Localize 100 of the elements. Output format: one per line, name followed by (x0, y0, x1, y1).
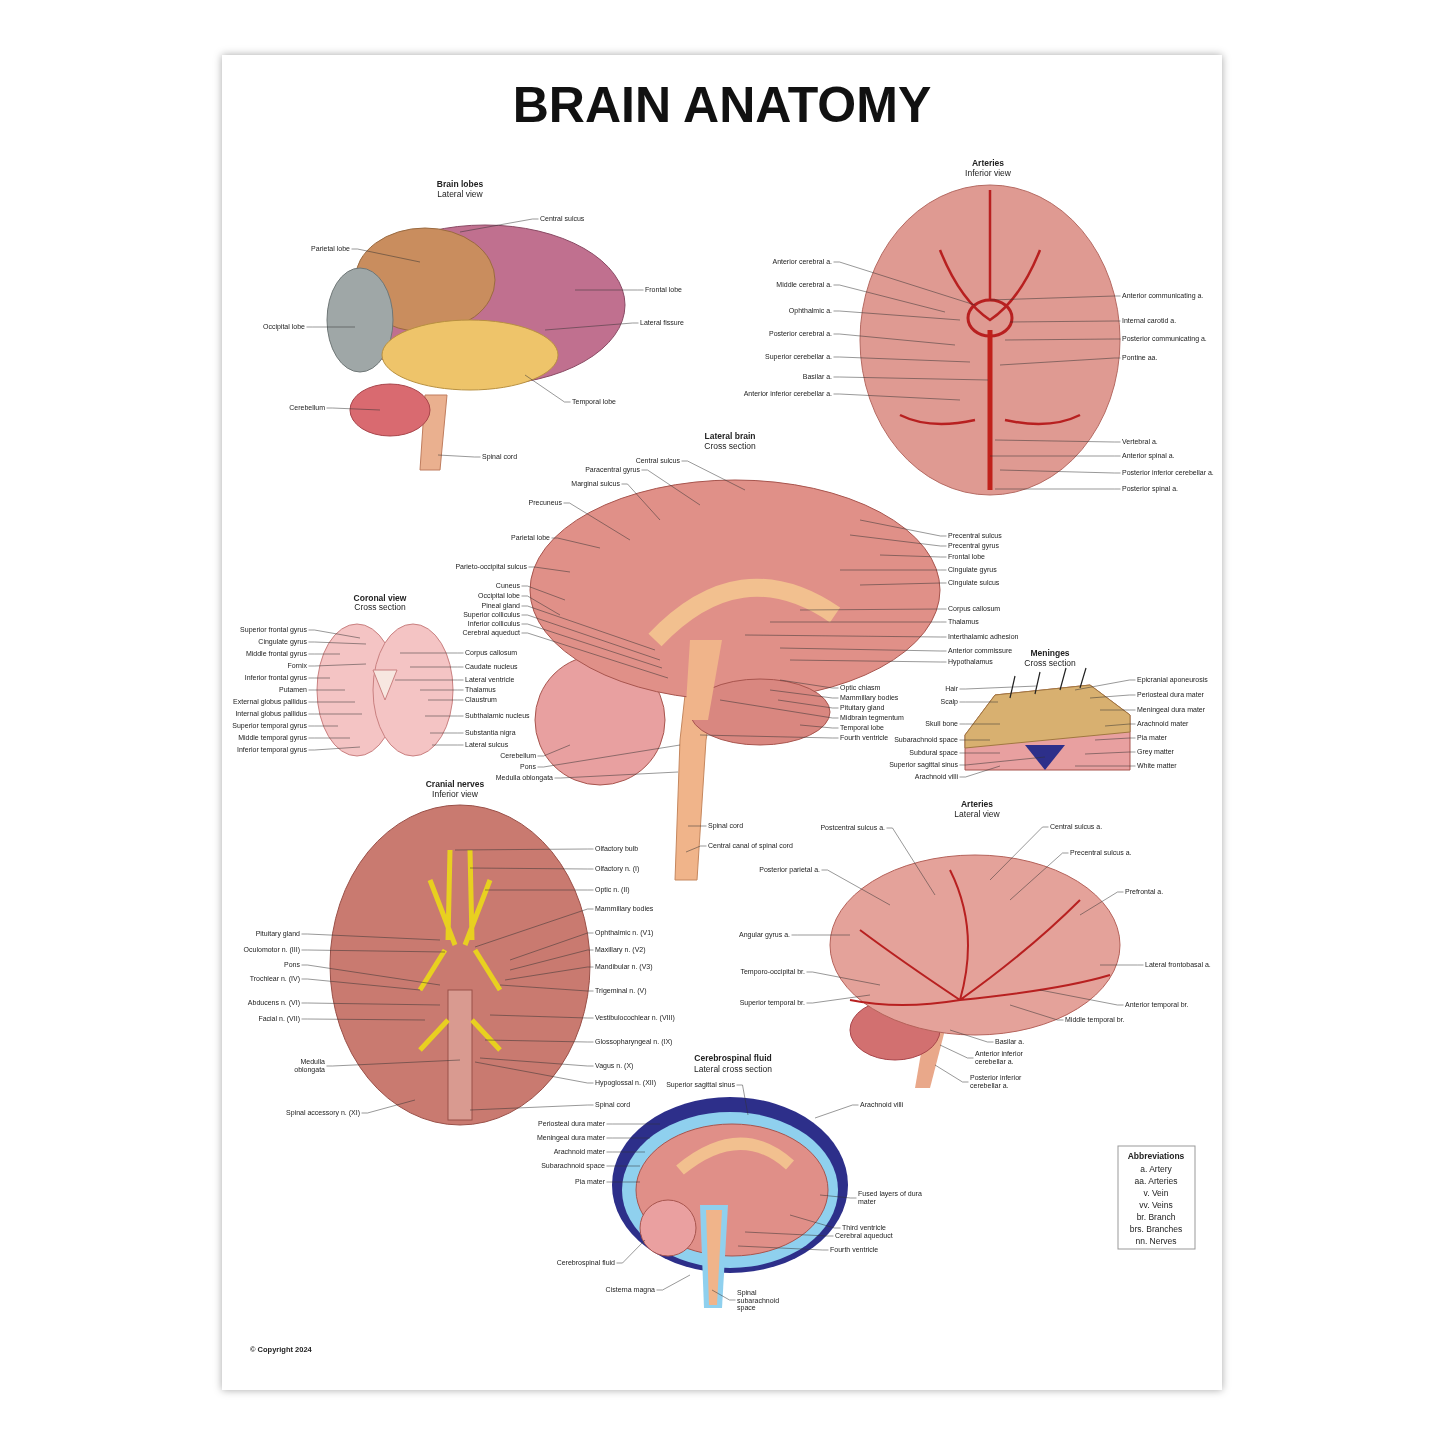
leader-line (833, 284, 946, 313)
leader-line (606, 1137, 651, 1139)
leader-line (521, 585, 566, 601)
leader-line (994, 488, 1121, 490)
leader-line (999, 469, 1121, 474)
leader-line (959, 723, 1001, 725)
leader-line (779, 647, 947, 652)
leader-line (879, 554, 947, 558)
leader-line (427, 699, 464, 701)
leader-line (939, 1044, 974, 1059)
leader-line (1104, 723, 1136, 727)
panel-subheading: vv. Veins (1139, 1200, 1173, 1210)
panel-heading: Arteries (971, 158, 1005, 168)
leader-line (521, 595, 561, 616)
leader-line (394, 679, 464, 681)
leader-line (789, 1214, 841, 1229)
leader-line (1009, 852, 1069, 901)
panel-subheading: nn. Nerves (1135, 1236, 1177, 1246)
leader-line (437, 454, 481, 458)
leader-line (1004, 338, 1121, 341)
leader-line (949, 1029, 994, 1043)
leader-line (574, 289, 644, 291)
leader-line (737, 1245, 829, 1251)
leader-line (959, 685, 1038, 690)
leader-line (621, 483, 661, 521)
leader-line (736, 1084, 749, 1116)
leader-line (814, 1104, 859, 1119)
leader-line (1079, 891, 1124, 916)
leader-line (1099, 709, 1136, 711)
leader-line (1074, 765, 1136, 767)
panel-heading: Brain lobes (436, 179, 484, 189)
panel-heading: Cranial nerves (425, 779, 485, 789)
leader-line (744, 634, 947, 638)
leader-line (833, 356, 971, 363)
panel-subheading: a. Artery (1140, 1164, 1172, 1174)
leader-line (719, 699, 839, 719)
leader-line (308, 737, 351, 739)
leader-line (524, 374, 571, 403)
leader-line (606, 1181, 641, 1183)
leader-line (1074, 679, 1136, 691)
leader-line (769, 621, 947, 623)
leader-line (989, 826, 1049, 881)
leader-line (777, 699, 839, 709)
leader-line (301, 1018, 426, 1021)
leader-line (419, 689, 464, 691)
panel-heading: Coronal view (353, 593, 407, 603)
leader-line (399, 652, 464, 654)
leader-line (301, 964, 441, 986)
leader-line (326, 1059, 461, 1067)
leader-line (934, 1064, 969, 1083)
leader-line (484, 889, 594, 891)
leader-line (499, 984, 594, 992)
leader-line (479, 1057, 594, 1067)
leader-line (833, 376, 989, 381)
leader-line (484, 1039, 594, 1043)
panel-subheading: Lateral cross section (694, 1064, 772, 1074)
leader-line (1084, 751, 1136, 755)
leader-line (839, 569, 947, 571)
leader-line (833, 333, 956, 346)
leader-line (308, 629, 361, 639)
leader-line (806, 994, 871, 1004)
panel-subheading: v. Vein (1143, 1188, 1169, 1198)
leader-line (769, 689, 839, 699)
leader-line (959, 701, 999, 703)
leader-line (616, 1239, 646, 1264)
leader-line (959, 752, 1001, 754)
leader-line (999, 357, 1121, 366)
panel-heading: Arteries (960, 799, 994, 809)
leader-line (1089, 694, 1136, 699)
leader-line (306, 326, 356, 328)
leader-line (1039, 989, 1124, 1006)
leader-line (474, 908, 594, 948)
leader-line (301, 1002, 441, 1006)
leader-line (681, 460, 746, 491)
leader-line (308, 641, 367, 645)
leader-line (656, 1274, 691, 1291)
leader-line (509, 949, 594, 971)
leader-line (459, 218, 539, 233)
leader-line (351, 248, 421, 263)
leader-line (989, 295, 1121, 301)
leader-line (1009, 320, 1121, 323)
panel-subheading: Inferior view (965, 168, 1011, 178)
leader-line (859, 519, 947, 537)
leader-line (409, 666, 464, 668)
leader-line (537, 744, 681, 768)
leader-line (504, 966, 594, 981)
panel-subheading: brs. Branches (1129, 1224, 1183, 1234)
panel-subheading: br. Branch (1136, 1212, 1176, 1222)
leader-line (687, 825, 707, 827)
leader-line (469, 867, 594, 870)
leader-line (521, 623, 663, 669)
leader-line (308, 701, 356, 703)
leader-line (806, 971, 881, 986)
leader-line (308, 677, 331, 679)
leader-line (711, 1289, 736, 1301)
leader-line (959, 739, 991, 741)
leader-line (779, 679, 839, 689)
leader-line (469, 1104, 594, 1111)
panel-heading: Meninges (1030, 648, 1070, 658)
leader-line (454, 848, 594, 851)
